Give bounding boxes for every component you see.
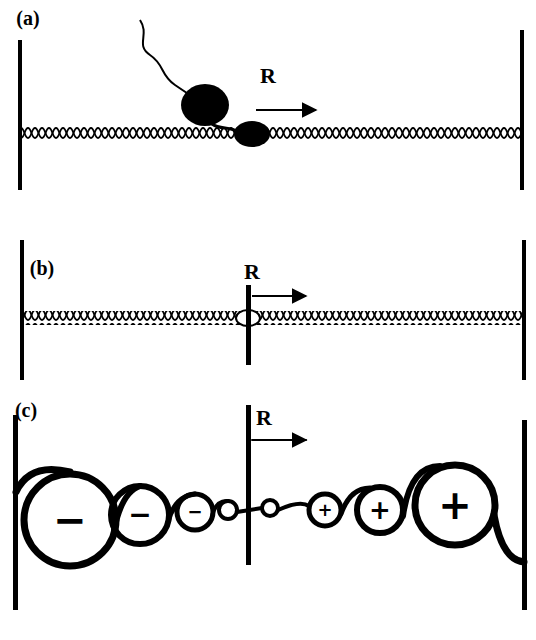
direction-arrow bbox=[252, 439, 306, 441]
supercoil-sign: + bbox=[438, 485, 472, 525]
barrier-bar bbox=[522, 240, 526, 380]
positive-supercoil bbox=[262, 500, 278, 516]
supercoil-sign: − bbox=[187, 503, 202, 521]
dna-helix bbox=[24, 311, 522, 325]
supercoil-sign: + bbox=[317, 501, 332, 519]
direction-arrow bbox=[256, 109, 316, 111]
polymerase-bar bbox=[246, 405, 251, 565]
supercoil-sign: − bbox=[53, 500, 87, 540]
positive-supercoil bbox=[309, 494, 341, 526]
polymerase-label: R bbox=[244, 261, 260, 283]
panel-a bbox=[18, 20, 524, 190]
dna-strand bbox=[494, 515, 524, 562]
barrier-bar bbox=[520, 30, 524, 190]
negative-supercoil bbox=[24, 474, 116, 566]
supercoil-sign: + bbox=[369, 497, 391, 523]
polymerase-link bbox=[212, 124, 238, 132]
barrier-bar bbox=[13, 415, 18, 610]
positive-supercoil bbox=[415, 465, 495, 545]
barrier-bar bbox=[18, 40, 22, 190]
polymerase-bar bbox=[246, 285, 251, 365]
panel-b bbox=[20, 240, 526, 380]
supercoil-sign: − bbox=[128, 501, 151, 529]
panel-c bbox=[13, 405, 527, 610]
rna-transcript bbox=[140, 20, 195, 98]
negative-supercoil bbox=[219, 501, 237, 519]
polymerase-head bbox=[234, 121, 270, 147]
polymerase-label: R bbox=[256, 407, 272, 429]
panel-letter: (b) bbox=[30, 258, 54, 278]
negative-supercoil bbox=[177, 494, 213, 530]
dna-strand bbox=[278, 504, 309, 510]
direction-arrow bbox=[252, 295, 306, 297]
positive-supercoil bbox=[357, 487, 403, 533]
polymerase-label: R bbox=[260, 65, 276, 87]
dna-helix bbox=[22, 125, 520, 139]
negative-supercoil bbox=[111, 486, 169, 544]
polymerase-body bbox=[181, 84, 229, 126]
barrier-bar bbox=[20, 240, 24, 380]
panel-letter: (a) bbox=[16, 8, 39, 28]
barrier-bar bbox=[522, 420, 527, 610]
panel-letter: (c) bbox=[15, 400, 37, 420]
